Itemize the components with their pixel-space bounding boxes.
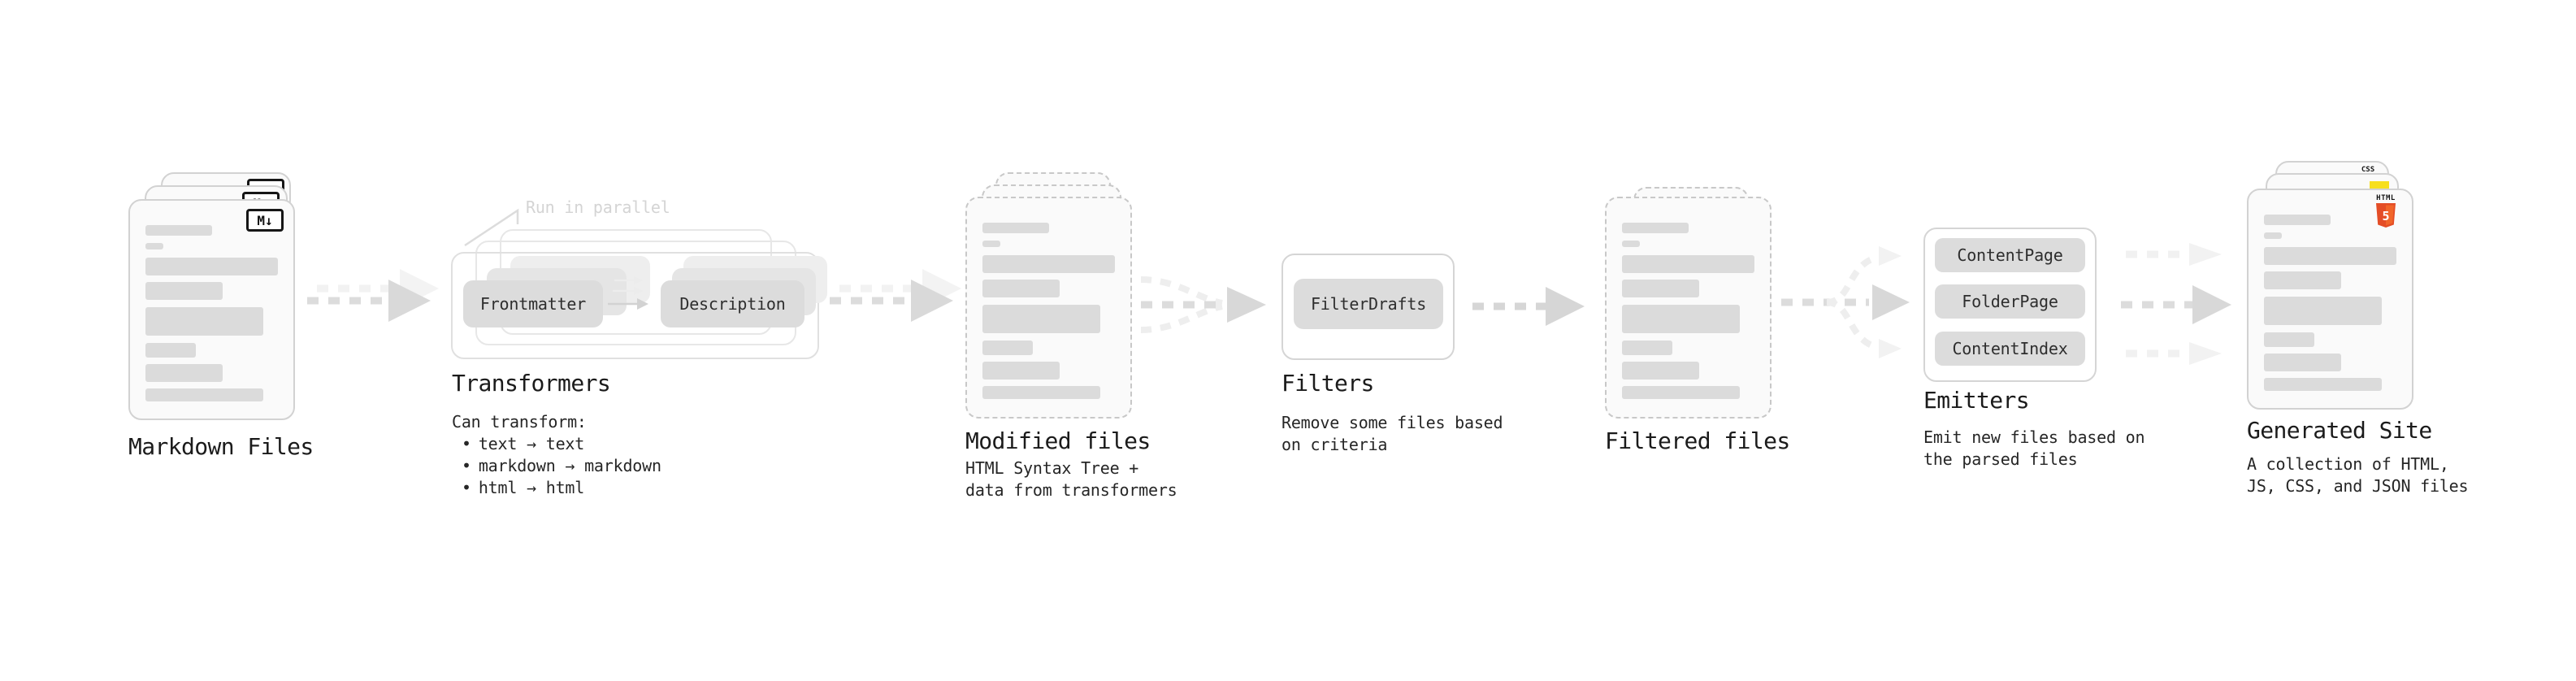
placeholder-bar — [982, 305, 1100, 333]
run-in-parallel-annotation: Run in parallel — [526, 197, 670, 217]
emitter-pill-contentpage: ContentPage — [1935, 238, 2085, 272]
note-bullet: • text → text — [452, 433, 661, 455]
placeholder-bar — [1622, 223, 1689, 233]
placeholder-bar — [145, 364, 223, 382]
placeholder-bar — [2264, 247, 2396, 265]
transformer-pill-frontmatter: Frontmatter — [463, 280, 603, 327]
filter-pill-filterdrafts: FilterDrafts — [1294, 279, 1443, 329]
html5-icon: HTML 5 — [2370, 194, 2402, 231]
placeholder-bar — [145, 343, 196, 358]
bullet-glyph: • — [462, 456, 471, 475]
placeholder-bar — [2264, 332, 2314, 347]
note-line: the parsed files — [1923, 449, 2078, 469]
flow-arrow-modified-to-filters — [1140, 276, 1266, 333]
file-card-front — [1605, 197, 1772, 419]
stage-label-transformers: Transformers — [452, 370, 611, 397]
placeholder-bar — [982, 223, 1049, 233]
markdown-icon: M↓ — [246, 209, 284, 232]
emitter-pill-folderpage: FolderPage — [1935, 284, 2085, 319]
placeholder-bar — [1622, 362, 1699, 380]
emitter-pill-contentindex: ContentIndex — [1935, 332, 2085, 366]
bullet-text: markdown → markdown — [478, 456, 661, 475]
file-card-front: M↓ — [128, 199, 295, 420]
stage-label-filters: Filters — [1281, 370, 1374, 397]
transformer-layer-box — [451, 252, 819, 359]
note-line: HTML Syntax Tree + — [965, 458, 1139, 478]
placeholder-bar — [982, 241, 1000, 247]
placeholder-bar — [982, 362, 1060, 380]
html5-icon-label: HTML — [2376, 194, 2396, 202]
file-card-front: HTML 5 — [2247, 189, 2413, 410]
note-line: A collection of HTML, — [2247, 454, 2449, 474]
stage-label-generated-site: Generated Site — [2247, 417, 2432, 444]
emitters-note: Emit new files based on the parsed files — [1923, 427, 2145, 471]
note-line: data from transformers — [965, 480, 1177, 500]
placeholder-bar — [1622, 305, 1740, 333]
stage-label-emitters: Emitters — [1923, 387, 2030, 414]
placeholder-bar — [145, 388, 263, 401]
note-line: JS, CSS, and JSON files — [2247, 476, 2469, 496]
placeholder-bar — [1622, 255, 1754, 273]
flow-arrow-filtered-to-emitters — [1781, 246, 1910, 358]
placeholder-bar — [145, 307, 263, 336]
placeholder-bar — [982, 280, 1060, 297]
modified-files-note: HTML Syntax Tree + data from transformer… — [965, 458, 1177, 501]
bullet-text: html → html — [478, 478, 585, 497]
placeholder-bar — [145, 282, 223, 300]
flow-arrow-emitters-to-generated — [2121, 243, 2231, 365]
placeholder-bar — [145, 225, 212, 236]
stage-label-modified-files: Modified files — [965, 427, 1151, 454]
placeholder-bar — [145, 243, 163, 249]
svg-text:5: 5 — [2382, 209, 2389, 223]
note-line: Remove some files based — [1281, 413, 1503, 432]
markdown-icon-glyph: M↓ — [257, 212, 273, 228]
note-line: Emit new files based on — [1923, 427, 2145, 447]
bullet-text: text → text — [478, 434, 585, 453]
file-card-front — [965, 197, 1132, 419]
stage-label-filtered-files: Filtered files — [1605, 427, 1790, 454]
placeholder-bar — [1622, 340, 1672, 355]
transformers-note: Can transform: • text → text • markdown → … — [452, 411, 661, 499]
filters-note: Remove some files based on criteria — [1281, 412, 1503, 456]
placeholder-bar — [982, 386, 1100, 399]
placeholder-bar — [145, 258, 278, 275]
pill-connector-arrows — [608, 276, 648, 310]
placeholder-bar — [2264, 232, 2282, 239]
flow-arrow-markdown-to-transformers — [307, 269, 439, 322]
placeholder-bar — [2264, 354, 2341, 371]
bullet-glyph: • — [462, 478, 471, 497]
note-bullet: • markdown → markdown — [452, 455, 661, 477]
css-icon-label: CSS — [2361, 166, 2375, 174]
flow-arrow-transformers-to-modified — [830, 269, 961, 322]
placeholder-bar — [982, 255, 1115, 273]
stage-label-markdown-files: Markdown Files — [128, 433, 314, 460]
note-bullet: • html → html — [452, 477, 661, 499]
placeholder-bar — [1622, 386, 1740, 399]
placeholder-bar — [1622, 241, 1640, 247]
placeholder-bar — [2264, 297, 2382, 325]
transformer-pill-description: Description — [661, 280, 804, 327]
placeholder-bar — [2264, 378, 2382, 391]
placeholder-bar — [2264, 215, 2331, 225]
generated-site-note: A collection of HTML, JS, CSS, and JSON … — [2247, 453, 2469, 497]
note-title: Can transform: — [452, 412, 587, 432]
placeholder-bar — [982, 340, 1033, 355]
bullet-glyph: • — [462, 434, 471, 453]
flow-arrow-filters-to-filtered — [1472, 287, 1585, 326]
note-line: on criteria — [1281, 435, 1388, 454]
annotation-callout-line — [464, 208, 519, 247]
placeholder-bar — [1622, 280, 1699, 297]
placeholder-bar — [2264, 271, 2341, 289]
